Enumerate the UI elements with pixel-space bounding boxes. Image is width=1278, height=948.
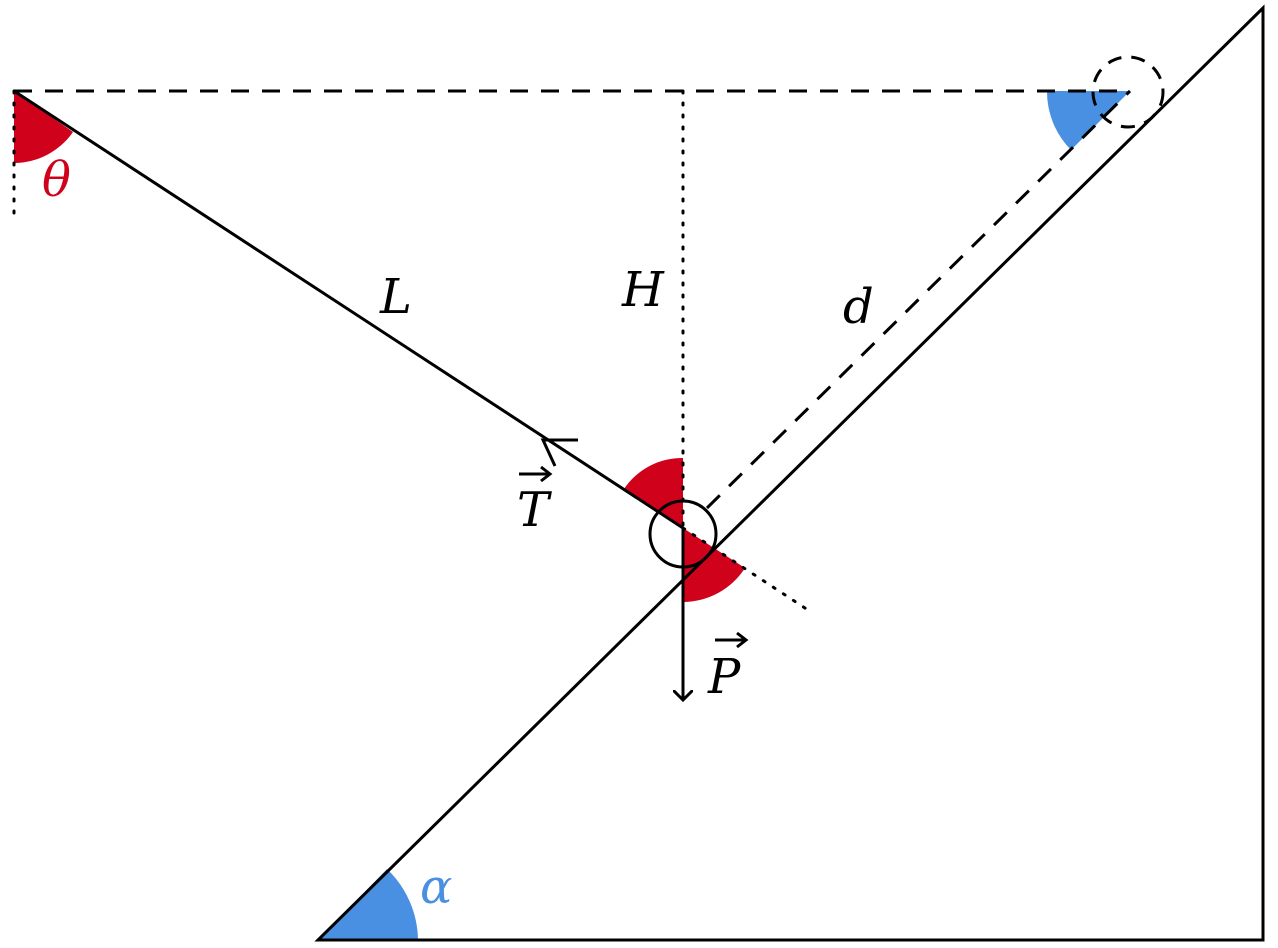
incline-wedge <box>314 4 1265 942</box>
pendulum-string <box>13 89 684 530</box>
pendulum-bob <box>648 499 718 569</box>
theta-angle-wedge <box>14 91 73 163</box>
height-label: H <box>621 262 665 318</box>
length-label: L <box>379 269 412 325</box>
weight-vector-arrow <box>715 631 749 649</box>
tension-label: T <box>517 482 552 538</box>
initial-bob-position <box>1091 55 1165 129</box>
alpha-label: α <box>420 859 452 915</box>
string-extension-dotted <box>681 526 810 612</box>
top-right-angle-wedge <box>1046 91 1130 150</box>
tension-arrow-head <box>540 438 578 467</box>
weight-label: P <box>707 649 741 705</box>
theta-label: θ <box>42 152 71 208</box>
distance-dashed-line <box>705 89 1132 510</box>
distance-label: d <box>843 279 874 335</box>
tension-vector-arrow <box>519 465 553 483</box>
bob-upper-angle-wedge <box>624 457 683 528</box>
bob-lower-angle-wedge <box>683 528 745 602</box>
alpha-angle-wedge <box>318 869 418 940</box>
